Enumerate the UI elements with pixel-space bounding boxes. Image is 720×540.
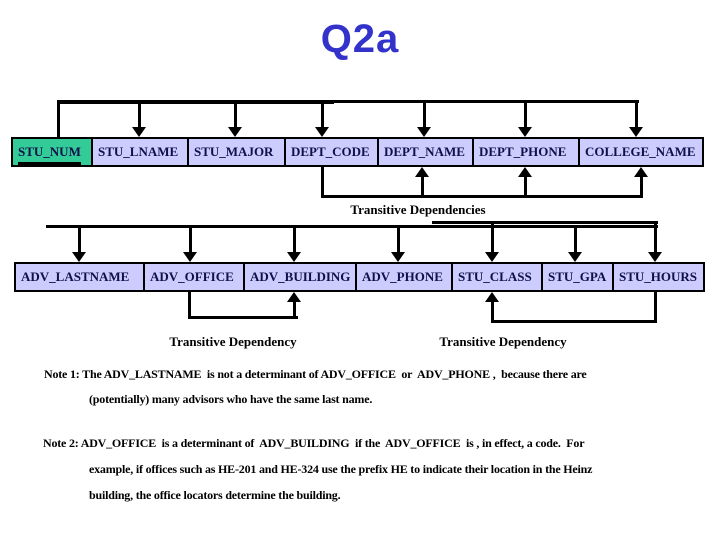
connector-stem-line	[321, 167, 324, 198]
field-box-stu-num: STU_NUM	[11, 137, 93, 167]
connector-horizontal-line	[57, 100, 639, 103]
connector-stem-line	[654, 292, 657, 323]
field-label: STU_HOURS	[619, 269, 698, 284]
connector-horizontal-line	[321, 195, 643, 198]
field-label-primary-key: STU_NUM	[18, 142, 81, 165]
field-box-college-name: COLLEGE_NAME	[578, 137, 704, 167]
transitive-dependency-right-label: Transitive Dependency	[439, 334, 567, 349]
up-arrow-icon	[485, 292, 499, 302]
connector-stem-line	[188, 292, 191, 319]
field-box-stu-class: STU_CLASS	[451, 262, 543, 292]
down-arrow-icon	[568, 252, 582, 262]
field-label: STU_LNAME	[98, 144, 179, 159]
down-arrow-icon	[315, 127, 329, 137]
connector-drop-line	[78, 227, 81, 252]
note1-line2: (potentially) many advisors who have the…	[89, 392, 373, 406]
connector-drop-line	[234, 103, 237, 128]
connector-rise-line	[421, 176, 424, 196]
transitive-dependencies-label: Transitive Dependencies	[350, 202, 486, 217]
connector-horizontal-line-overlap	[432, 221, 658, 224]
connector-rise-line	[524, 176, 527, 196]
down-arrow-icon	[629, 127, 643, 137]
connector-horizontal-line	[491, 320, 657, 323]
field-box-dept-name: DEPT_NAME	[377, 137, 474, 167]
connector-horizontal-line	[188, 316, 298, 319]
field-label: ADV_LASTNAME	[21, 269, 130, 284]
down-arrow-icon	[228, 127, 242, 137]
field-box-adv-building: ADV_BUILDING	[243, 262, 357, 292]
down-arrow-icon	[518, 127, 532, 137]
note1-line1: Note 1: The ADV_LASTNAME is not a determ…	[44, 367, 587, 381]
connector-rise-line	[491, 301, 494, 322]
down-arrow-icon	[485, 252, 499, 262]
field-label: ADV_OFFICE	[150, 269, 234, 284]
connector-stem-line	[57, 101, 60, 137]
field-label: DEPT_PHONE	[479, 144, 567, 159]
field-box-adv-office: ADV_OFFICE	[143, 262, 245, 292]
transitive-dependency-left-label: Transitive Dependency	[169, 334, 297, 349]
down-arrow-icon	[132, 127, 146, 137]
connector-drop-line	[635, 103, 638, 128]
connector-rise-line	[293, 301, 296, 318]
field-label: STU_CLASS	[458, 269, 532, 284]
down-arrow-icon	[648, 252, 662, 262]
field-label: DEPT_NAME	[384, 144, 465, 159]
field-label: STU_MAJOR	[194, 144, 274, 159]
connector-drop-line	[654, 222, 657, 252]
connector-drop-line	[321, 103, 324, 128]
connector-drop-line	[524, 103, 527, 128]
up-arrow-icon	[415, 167, 429, 177]
down-arrow-icon	[391, 252, 405, 262]
field-box-adv-phone: ADV_PHONE	[355, 262, 453, 292]
connector-drop-line	[293, 227, 296, 252]
note2-line1: Note 2: ADV_OFFICE is a determinant of A…	[43, 436, 585, 450]
connector-horizontal-line-overlap	[57, 102, 334, 104]
field-box-stu-hours: STU_HOURS	[612, 262, 705, 292]
connector-drop-line	[574, 227, 577, 252]
up-arrow-icon	[518, 167, 532, 177]
down-arrow-icon	[183, 252, 197, 262]
connector-drop-line	[189, 227, 192, 252]
note2-line2: example, if offices such as HE-201 and H…	[89, 462, 593, 476]
note2-line3: building, the office locators determine …	[89, 488, 341, 502]
down-arrow-icon	[287, 252, 301, 262]
connector-drop-line	[397, 227, 400, 252]
connector-horizontal-line	[46, 225, 658, 228]
connector-drop-line	[491, 223, 494, 252]
connector-drop-line	[138, 103, 141, 128]
field-box-dept-code: DEPT_CODE	[284, 137, 379, 167]
field-box-dept-phone: DEPT_PHONE	[472, 137, 580, 167]
down-arrow-icon	[72, 252, 86, 262]
field-box-adv-lastname: ADV_LASTNAME	[14, 262, 145, 292]
field-box-stu-gpa: STU_GPA	[541, 262, 614, 292]
down-arrow-icon	[417, 127, 431, 137]
connector-rise-line	[640, 176, 643, 198]
field-box-stu-major: STU_MAJOR	[187, 137, 286, 167]
field-label: STU_GPA	[548, 269, 607, 284]
field-label: DEPT_CODE	[291, 144, 370, 159]
slide-title: Q2a	[320, 17, 400, 61]
field-box-stu-lname: STU_LNAME	[91, 137, 189, 167]
field-label: ADV_PHONE	[362, 269, 443, 284]
field-label: COLLEGE_NAME	[585, 144, 696, 159]
connector-drop-line	[423, 103, 426, 128]
up-arrow-icon	[287, 292, 301, 302]
up-arrow-icon	[634, 167, 648, 177]
field-label: ADV_BUILDING	[250, 269, 351, 284]
